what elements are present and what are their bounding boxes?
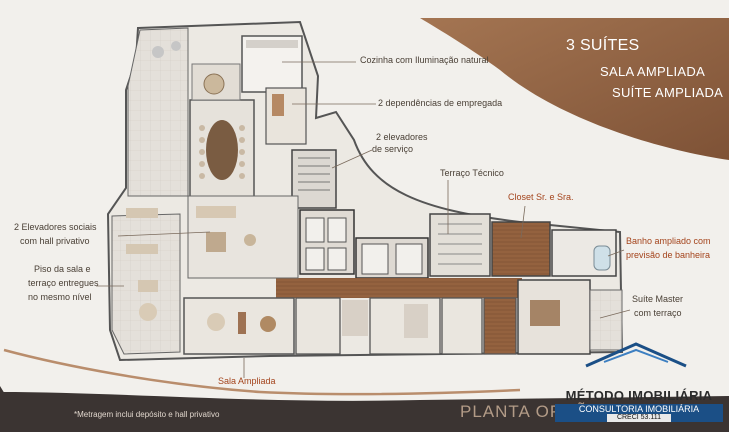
dining-table bbox=[206, 120, 238, 180]
kitchen-counter bbox=[246, 40, 298, 48]
living-chair bbox=[244, 234, 256, 246]
terrace-plant-1 bbox=[152, 46, 164, 58]
technical-terrace bbox=[429, 213, 491, 277]
label-elev-sociais-2: com hall privativo bbox=[20, 236, 90, 246]
maid-bed bbox=[272, 94, 284, 116]
round-table bbox=[203, 73, 225, 95]
suite-1 bbox=[295, 297, 341, 355]
label-piso-3: no mesmo nível bbox=[28, 292, 92, 302]
living-coffee-table bbox=[206, 232, 226, 252]
suite-2-bed bbox=[404, 304, 428, 338]
terrace-plant-2 bbox=[171, 41, 181, 51]
label-elev-sociais-1: 2 Elevadores sociais bbox=[14, 222, 97, 232]
expanded-living-table bbox=[207, 313, 225, 331]
footer-note: *Metragem inclui depósito e hall privati… bbox=[74, 410, 220, 419]
living-sofa bbox=[196, 206, 236, 218]
dining-chairs bbox=[199, 125, 245, 179]
terrace-round-table bbox=[139, 303, 157, 321]
service-core bbox=[291, 149, 337, 209]
label-suite-master-2: com terraço bbox=[634, 308, 682, 318]
swoosh-line bbox=[3, 348, 521, 396]
house-logo-icon bbox=[585, 342, 687, 368]
service-stairs bbox=[298, 157, 330, 191]
suite-1-bed bbox=[342, 300, 368, 336]
brand-creci: CRECI 53.111 bbox=[607, 414, 671, 422]
suite-closet bbox=[483, 297, 517, 355]
core-elevator-1 bbox=[361, 243, 389, 275]
leader-lines bbox=[96, 61, 631, 378]
master-bed bbox=[530, 300, 560, 326]
label-dependencias: 2 dependências de empregada bbox=[378, 98, 502, 108]
terrace-sofa-1 bbox=[126, 208, 158, 218]
label-piso-1: Piso da sala e bbox=[34, 264, 91, 274]
label-suite-master-1: Suíte Master bbox=[632, 294, 683, 304]
elevator-2 bbox=[327, 217, 347, 243]
expanded-living-cabinet bbox=[238, 312, 246, 334]
bathtub bbox=[593, 245, 611, 271]
suite-3 bbox=[441, 297, 483, 355]
brand-block: MÉTODO IMOBILIÁRIA CONSULTORIA IMOBILIÁR… bbox=[555, 360, 723, 422]
label-elev-servico-2: de serviço bbox=[372, 144, 413, 154]
terrace-top-left bbox=[127, 27, 189, 197]
label-terraco-tecnico: Terraço Técnico bbox=[440, 168, 504, 178]
wood-corridor bbox=[276, 278, 522, 298]
label-piso-2: terraço entregues bbox=[28, 278, 99, 288]
terrace-sofa-3 bbox=[138, 280, 158, 292]
closet bbox=[491, 221, 551, 277]
expanded-living-chair bbox=[260, 316, 276, 332]
elevator-3 bbox=[305, 247, 325, 271]
footer-band bbox=[0, 392, 729, 432]
header-line3: SUÍTE AMPLIADA bbox=[612, 85, 723, 100]
elevator-4 bbox=[327, 247, 347, 271]
header-line2: SALA AMPLIADA bbox=[600, 64, 705, 79]
brand-subtitle-bar: CONSULTORIA IMOBILIÁRIA CRECI 53.111 bbox=[555, 404, 723, 422]
header-band bbox=[420, 18, 729, 160]
header-line1: 3 SUÍTES bbox=[566, 35, 640, 54]
elevator-1 bbox=[305, 217, 325, 243]
label-cozinha: Cozinha com Iluminação natural bbox=[360, 55, 489, 65]
core-elevator-2 bbox=[395, 243, 423, 275]
brand-name: MÉTODO IMOBILIÁRIA bbox=[565, 388, 713, 403]
label-sala-ampliada: Sala Ampliada bbox=[218, 376, 276, 386]
terrace-sofa-2 bbox=[126, 244, 158, 254]
footer-corner bbox=[0, 386, 30, 432]
brand-subtitle: CONSULTORIA IMOBILIÁRIA bbox=[578, 404, 700, 414]
label-banho-1: Banho ampliado com bbox=[626, 236, 711, 246]
master-terrace bbox=[589, 289, 623, 351]
label-closet: Closet Sr. e Sra. bbox=[508, 192, 574, 202]
label-banho-2: previsão de banheira bbox=[626, 250, 710, 260]
label-elev-servico-1: 2 elevadores bbox=[376, 132, 428, 142]
technical-stairs bbox=[438, 223, 482, 265]
